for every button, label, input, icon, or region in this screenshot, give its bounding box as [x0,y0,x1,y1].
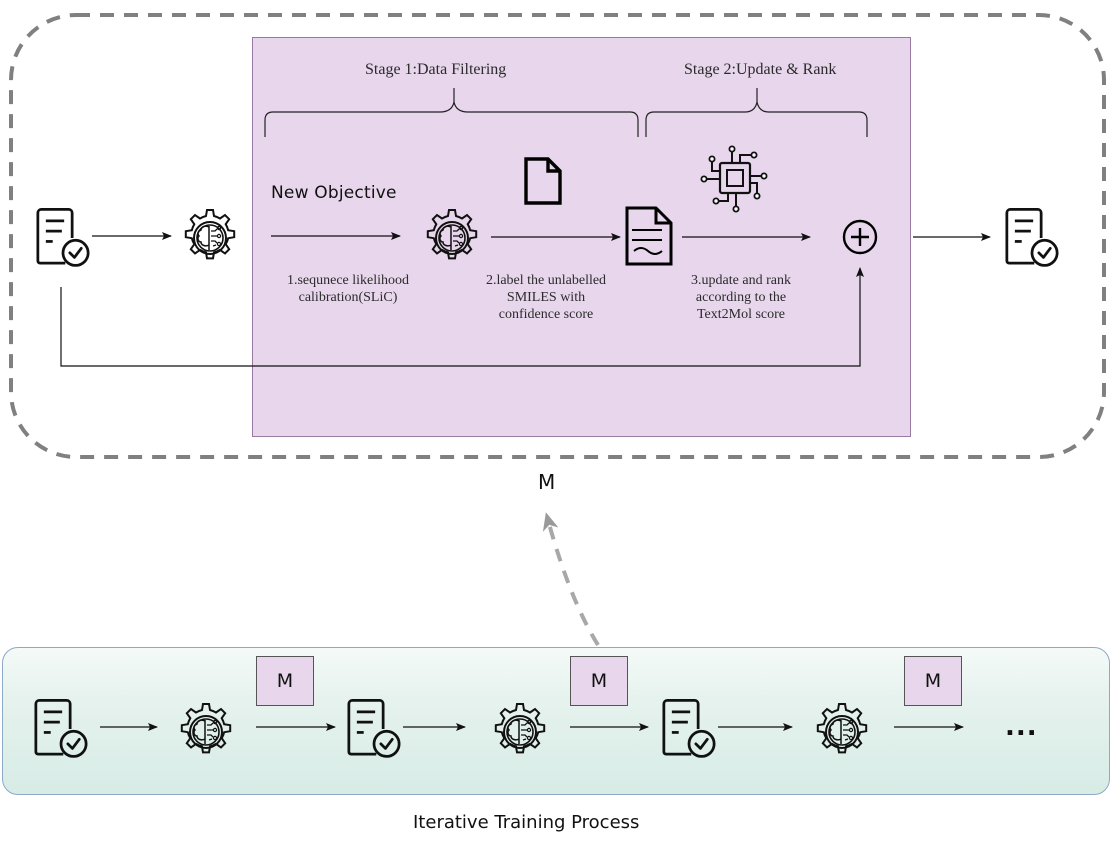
document-check-icon [662,698,716,759]
step1-label: 1.sequnece likelihood calibration(SLiC) [286,273,410,305]
model-checkpoint-box: M [570,656,628,706]
model-checkpoint-box: M [256,656,314,706]
brain-gear-icon [816,703,868,754]
text-document-icon [625,206,673,266]
text-document-lines [632,229,663,255]
plus-circle-icon [842,219,878,255]
brain-gear-icon [426,209,478,260]
skip-connection [60,267,864,367]
brain-gear-icon [180,703,232,754]
ellipsis: ... [1005,712,1038,742]
document-check-icon [347,698,401,759]
brain-gear-icon [184,209,236,260]
model-transfer-arrow [542,512,600,647]
stage2-brace [645,101,868,137]
processor-chip-icon [700,145,768,213]
caption: Iterative Training Process [413,812,640,833]
blank-document-icon [524,157,562,205]
brain-gear-icon [494,703,546,754]
document-check-icon [34,698,88,759]
model-checkpoint-box: M [904,656,962,706]
document-check-icon [36,207,90,268]
stage1-brace [264,101,639,137]
step2-label: 2.label the unlabelled SMILES with confi… [485,273,607,322]
stage2-label: Stage 2:Update & Rank [684,61,837,78]
stage1-label: Stage 1:Data Filtering [365,61,507,78]
step3-label: 3.update and rank according to the Text2… [691,273,791,322]
new-objective-label: New Objective [271,183,397,203]
document-check-icon [1005,207,1059,268]
model-label: M [538,470,556,494]
